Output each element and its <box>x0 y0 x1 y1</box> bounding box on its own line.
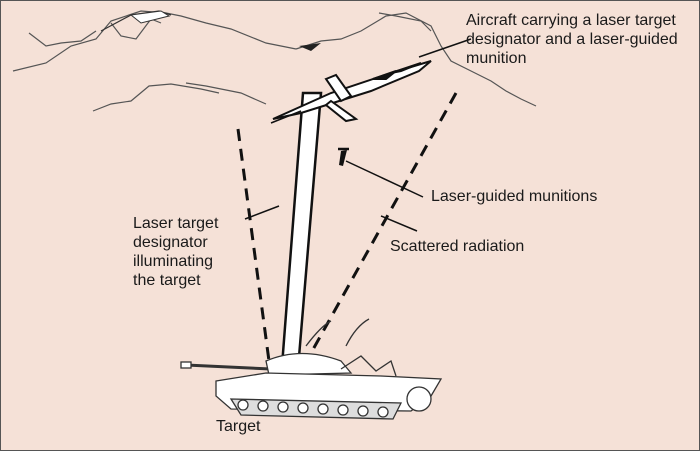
munitions-label: Laser-guided munitions <box>431 188 598 205</box>
laser-beam-icon <box>279 91 323 383</box>
leader-lines <box>244 38 472 232</box>
target-label: Target <box>216 418 261 435</box>
aircraft-icon <box>270 60 432 124</box>
scattered-radiation-icon <box>236 92 458 372</box>
aircraft-label: Aircraft carrying a laser target designa… <box>466 12 678 67</box>
tank-icon <box>180 318 443 420</box>
munition-icon <box>338 147 349 166</box>
designator-label: Laser target designator illuminating the… <box>133 215 219 289</box>
mountains-icon <box>12 10 537 112</box>
scattered-radiation-label: Scattered radiation <box>390 238 525 255</box>
